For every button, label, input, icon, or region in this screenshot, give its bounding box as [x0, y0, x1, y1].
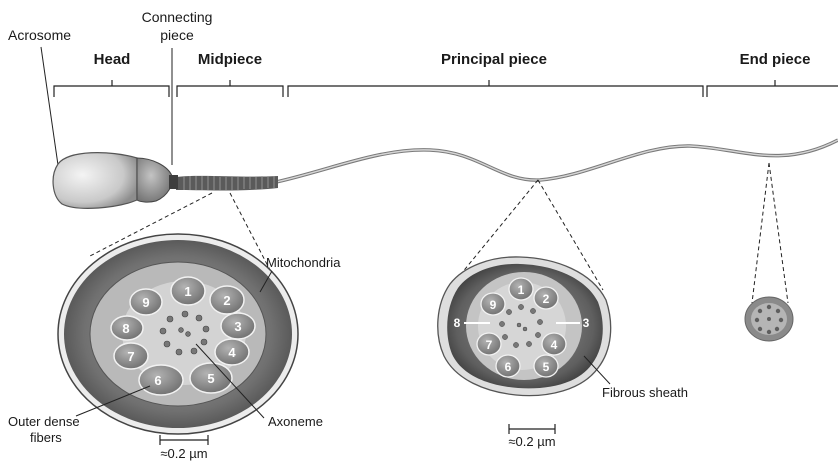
principal-piece-label: Principal piece	[429, 52, 559, 68]
fibrous-sheath-label: Fibrous sheath	[602, 385, 688, 401]
head-bracket	[54, 80, 169, 97]
fiber-number: 8	[122, 321, 129, 336]
principal-piece-cross-section: 1 2 4 5 6 7 9 8 3	[438, 257, 611, 434]
fiber-number: 4	[551, 338, 558, 352]
fiber-number: 5	[543, 360, 550, 374]
midpiece-cross-section: 1 2 3 4 5 6 7 8 9	[58, 234, 298, 445]
outer-dense-fibers-label-line1: Outer dense	[8, 414, 80, 430]
fiber-number: 2	[223, 293, 230, 308]
end-piece-bracket	[707, 80, 838, 97]
end-piece-label: End piece	[730, 52, 820, 68]
midpiece-label: Midpiece	[185, 52, 275, 68]
fiber-number: 5	[207, 371, 214, 386]
head-cap	[137, 158, 172, 202]
fiber-number: 9	[142, 295, 149, 310]
head-label: Head	[82, 52, 142, 68]
end-piece-cross-section	[745, 297, 793, 341]
fiber-number: 3	[583, 316, 590, 330]
fiber-number: 2	[543, 292, 550, 306]
fiber-number: 8	[454, 316, 461, 330]
connecting-piece	[169, 175, 178, 189]
axoneme-label: Axoneme	[268, 414, 323, 430]
midpiece-bracket	[177, 80, 283, 97]
tail-flagellum	[276, 140, 838, 182]
midpiece-body	[176, 176, 278, 191]
scale-bar-midpiece	[160, 435, 208, 445]
fiber-number: 7	[127, 349, 134, 364]
sperm-head	[53, 153, 137, 209]
fiber-number: 3	[234, 319, 241, 334]
fiber-number: 7	[486, 338, 493, 352]
fiber-number: 6	[505, 360, 512, 374]
connecting-piece-label-line1: Connecting	[132, 9, 222, 25]
fiber-number: 4	[228, 345, 236, 360]
scale-bar-principal	[509, 424, 555, 434]
principal-piece-bracket	[288, 80, 703, 97]
fiber-number: 1	[184, 284, 191, 299]
sperm-cell	[53, 140, 838, 208]
acrosome-pointer	[41, 47, 58, 165]
outer-dense-fibers-label-line2: fibers	[30, 430, 62, 446]
scale-label-midpiece: ≈0.2 µm	[148, 446, 220, 462]
scale-label-principal: ≈0.2 µm	[496, 434, 568, 450]
mitochondria-label: Mitochondria	[266, 255, 340, 271]
fiber-number: 9	[490, 298, 497, 312]
fiber-number: 1	[518, 283, 525, 297]
connecting-piece-label-line2: piece	[132, 27, 222, 43]
acrosome-label: Acrosome	[8, 27, 71, 43]
fiber-number: 6	[154, 373, 161, 388]
